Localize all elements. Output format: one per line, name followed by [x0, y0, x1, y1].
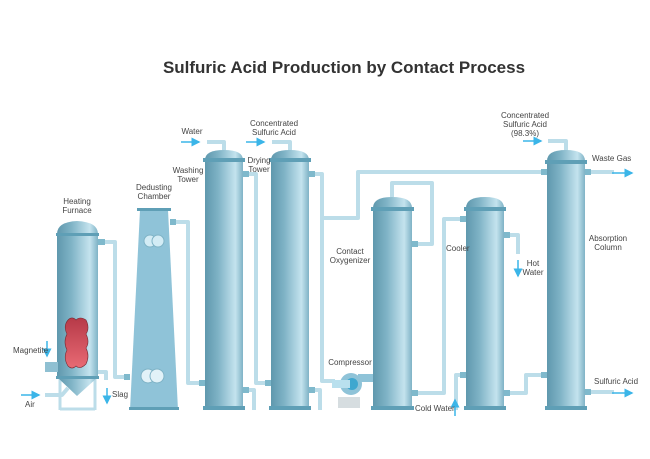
label-magnetite: Magnetite — [13, 346, 49, 355]
contact-oxygenizer — [371, 197, 418, 410]
heater-element — [64, 317, 89, 369]
pipe-to-absorption — [322, 170, 547, 220]
label-water: Water — [181, 127, 202, 136]
porthole-bottom — [140, 368, 165, 384]
drying-tower — [265, 150, 315, 410]
pipe-acid-in-absorption — [548, 139, 568, 152]
pipe-oxygenizer-loop — [390, 181, 434, 246]
porthole-top — [143, 234, 165, 248]
label-sulfuric-acid: Sulfuric Acid — [594, 377, 638, 386]
pipe-cooler-to-absorption — [504, 373, 547, 395]
compressor — [332, 373, 373, 408]
label-slag: Slag — [112, 390, 128, 399]
flow-arrows — [21, 136, 634, 416]
pipe-washing-to-drying — [243, 172, 271, 385]
label-compressor: Compressor — [328, 358, 372, 367]
label-cooler: Cooler — [446, 244, 470, 253]
pipe-air-in — [45, 386, 70, 397]
label-air: Air — [25, 400, 35, 409]
diagram-title: Sulfuric Acid Production by Contact Proc… — [163, 58, 525, 77]
pipe-acid-in-drying — [272, 140, 292, 152]
pipe-drying-to-compressor — [309, 172, 335, 383]
label-cold-water: Cold Water — [415, 404, 455, 413]
cooler — [460, 197, 510, 410]
pipe-slag — [98, 370, 108, 380]
pipe-cold-water — [454, 373, 466, 410]
pipe-water-in — [207, 140, 226, 152]
dedusting-chamber — [124, 208, 179, 410]
pipe-furnace-to-dedusting — [98, 240, 128, 379]
heating-furnace — [45, 221, 105, 411]
absorption-column — [541, 150, 591, 410]
pipe-oxygenizer-to-cooler — [412, 217, 466, 395]
label-waste-gas: Waste Gas — [592, 154, 631, 163]
washing-tower — [199, 150, 249, 410]
pipe-dedusting-to-washing — [170, 220, 205, 385]
